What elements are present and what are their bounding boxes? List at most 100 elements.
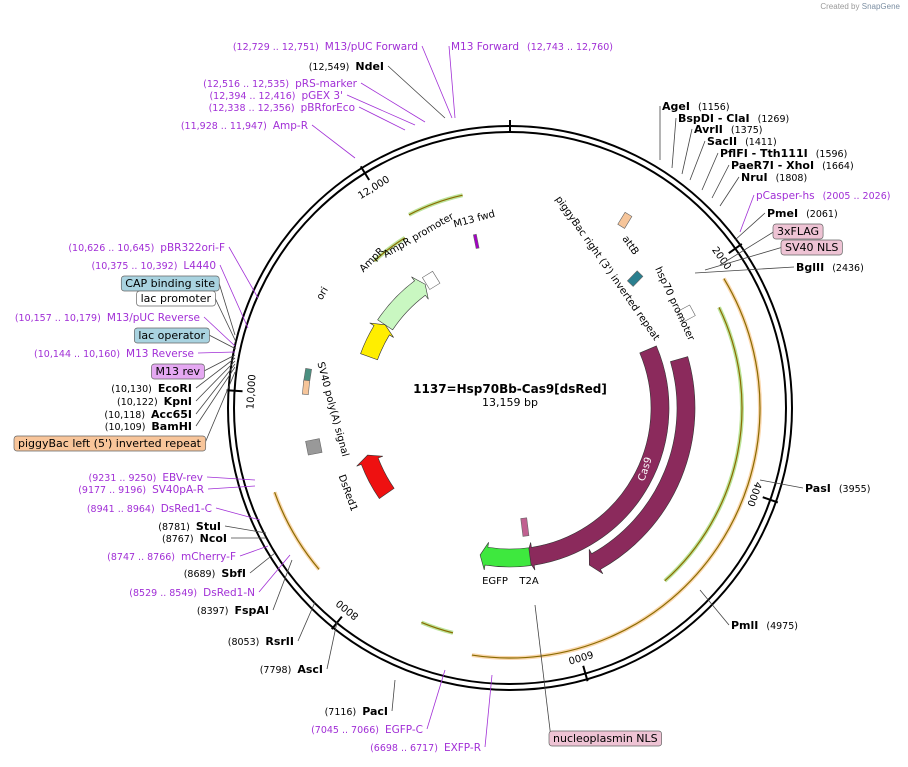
right-label[interactable]: PflFI - Tth111I(1596) <box>701 147 848 191</box>
right-label[interactable]: PmlI(4975) <box>699 589 798 632</box>
feature-arrow[interactable] <box>588 356 696 575</box>
left-label[interactable]: lac promoter <box>136 290 237 343</box>
feature-box-text: M13 rev <box>155 365 200 378</box>
right-label[interactable]: BglII(2436) <box>694 261 864 274</box>
label-coord: (8529 .. 8549) <box>129 588 197 599</box>
t2a-box[interactable] <box>520 517 530 537</box>
right-label[interactable]: nucleoplasmin NLS <box>534 604 663 747</box>
feature-arrow[interactable] <box>377 276 429 331</box>
right-label[interactable]: 3xFLAG <box>719 223 824 266</box>
label-coord: (10,375 .. 10,392) <box>91 261 177 272</box>
label-coord: (2005 .. 2026) <box>823 191 891 202</box>
left-label[interactable]: NcoI(8767) <box>162 532 266 545</box>
left-label[interactable]: pGEX 3'(12,394 .. 12,416) <box>209 90 416 126</box>
feature-arrow[interactable] <box>479 542 532 571</box>
label-coord: (6698 .. 6717) <box>370 743 438 754</box>
green-feature-track-3-line <box>374 237 406 262</box>
leader-line <box>358 106 406 131</box>
left-label[interactable]: Amp-R(11,928 .. 11,947) <box>181 120 356 159</box>
green-feature-track-line <box>664 307 743 582</box>
label-coord: (10,626 .. 10,645) <box>68 243 154 254</box>
left-label[interactable]: EcoRI(10,130) <box>111 357 236 395</box>
label-coord: (12,516 .. 12,535) <box>203 79 289 90</box>
left-label[interactable]: EXFP-R (6698 .. 6717) <box>370 674 493 754</box>
right-label[interactable]: M13 Forward(12,743 .. 12,760) <box>448 41 613 119</box>
tick-mark <box>226 389 243 393</box>
right-label[interactable]: SV40 NLS <box>704 239 843 271</box>
left-label[interactable]: pRS-marker(12,516 .. 12,535) <box>203 78 426 123</box>
left-label[interactable]: SbfI(8689) <box>184 552 276 580</box>
right-label[interactable]: AgeI(1156) <box>659 100 730 160</box>
feature-box-text: lac promoter <box>141 292 212 305</box>
label-name: pGEX 3' <box>301 90 343 102</box>
right-label[interactable]: PaeR7I - XhoI(1664) <box>711 159 854 199</box>
left-label[interactable]: lac operator <box>133 327 237 350</box>
left-label[interactable]: BamHI(10,109) <box>105 366 236 433</box>
leader-line <box>219 264 249 329</box>
attb-box[interactable] <box>626 270 644 287</box>
leader-line <box>215 507 261 521</box>
label-coord: (1596) <box>816 149 848 160</box>
label-name: StuI <box>196 520 221 533</box>
left-label[interactable]: EGFP-C(7045 .. 7066) <box>311 669 446 736</box>
leader-line <box>224 525 267 534</box>
left-label[interactable]: pBRforEco(12,338 .. 12,356) <box>209 102 406 131</box>
label-name: EXFP-R <box>444 742 481 754</box>
label-name: AscI <box>297 663 323 676</box>
hsp70-promoter-box[interactable] <box>676 304 696 323</box>
feature-box <box>133 327 210 344</box>
leader-line <box>426 669 446 730</box>
feature-box-text: SV40 NLS <box>785 241 838 254</box>
left-label[interactable]: RsrII(8053) <box>228 601 316 648</box>
green-feature-track-2-line <box>408 194 463 216</box>
left-label[interactable]: mCherry-F(8747 .. 8766) <box>107 545 269 563</box>
ampr-promoter-box[interactable] <box>421 270 441 290</box>
feature-label: T2A <box>518 576 538 587</box>
left-label[interactable]: AscI(7798) <box>260 621 338 676</box>
left-label[interactable]: L4440(10,375 .. 10,392) <box>91 260 249 329</box>
left-label[interactable]: FspAI(8397) <box>197 559 293 617</box>
label-coord: (10,130) <box>111 384 152 395</box>
left-label[interactable]: StuI(8781) <box>158 520 267 534</box>
piggybac-right-box[interactable] <box>617 211 633 229</box>
feature-label: piggyBac right (3') inverted repeat <box>553 194 662 343</box>
left-label[interactable]: M13/pUC Reverse(10,157 .. 10,179) <box>15 312 236 347</box>
right-label[interactable]: SacII(1411) <box>689 135 777 181</box>
left-label[interactable]: DsRed1-N(8529 .. 8549) <box>129 554 291 599</box>
left-label[interactable]: CAP binding site <box>120 275 236 336</box>
right-label[interactable]: pCasper-hs(2005 .. 2026) <box>739 190 891 233</box>
tick-label: 10,000 <box>245 374 258 410</box>
label-coord: (7045 .. 7066) <box>311 725 379 736</box>
label-coord: (10,144 .. 10,160) <box>34 349 120 360</box>
left-label[interactable]: M13/pUC Forward(12,729 .. 12,751) <box>233 41 453 119</box>
left-label[interactable]: Acc65I(10,118) <box>104 363 236 421</box>
left-label[interactable]: EBV-rev(9231 .. 9250) <box>89 472 256 484</box>
left-label[interactable]: pBR322ori-F(10,626 .. 10,645) <box>68 242 259 299</box>
label-coord: (1664) <box>822 161 854 172</box>
left-label[interactable]: NdeI(12,549) <box>309 60 446 119</box>
left-label[interactable]: KpnI(10,122) <box>117 360 236 408</box>
label-coord: (8397) <box>197 606 229 617</box>
m13-fwd-box[interactable] <box>473 233 480 249</box>
left-label[interactable]: piggyBac left (5') inverted repeat <box>13 371 236 452</box>
right-label[interactable]: PasI(3955) <box>759 479 870 495</box>
label-name: SbfI <box>221 567 246 580</box>
piggybac-left-box[interactable] <box>302 379 311 396</box>
feature-arrow[interactable] <box>356 454 395 499</box>
sv40-polya-box[interactable] <box>305 438 323 456</box>
left-label[interactable]: SV40pA-R(9177 .. 9196) <box>78 484 256 496</box>
right-label[interactable]: BspDI - ClaI(1269) <box>671 112 789 169</box>
right-label[interactable]: AvrII(1375) <box>681 123 763 175</box>
left-label[interactable]: PacI(7116) <box>325 679 396 718</box>
left-label[interactable]: DsRed1-C(8941 .. 8964) <box>87 503 261 521</box>
snapgene-brand: SnapGene <box>861 2 900 11</box>
right-label[interactable]: NruI(1808) <box>719 171 807 207</box>
left-label[interactable]: M13 Reverse(10,144 .. 10,160) <box>34 348 236 360</box>
orange-feature-track-2-line <box>274 491 320 570</box>
label-name: NdeI <box>355 60 384 73</box>
feature-arrow[interactable] <box>360 322 394 361</box>
left-label[interactable]: M13 rev <box>151 354 236 380</box>
right-label[interactable]: PmeI(2061) <box>734 207 838 241</box>
